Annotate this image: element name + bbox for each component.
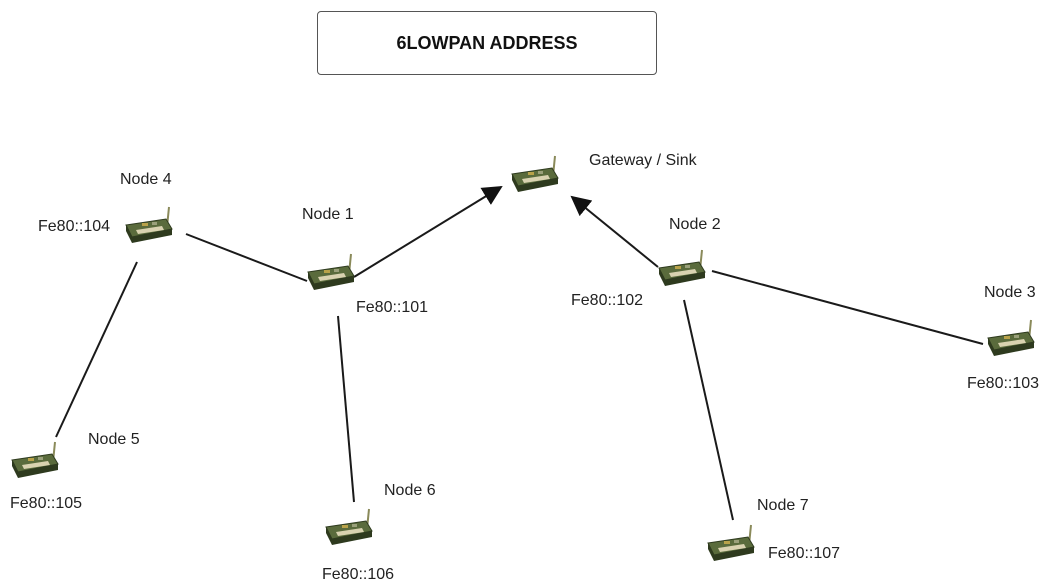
node7-name: Node 7 — [757, 497, 809, 514]
node1-device-icon — [304, 250, 358, 299]
node5-address: Fe80::105 — [10, 495, 83, 512]
node1-address: Fe80::101 — [356, 299, 429, 316]
node4-device-icon — [122, 203, 176, 252]
link-node5-node4 — [55, 261, 138, 438]
node7-address: Fe80::107 — [768, 545, 841, 562]
node2-device-icon — [655, 246, 709, 295]
node2-address: Fe80::102 — [571, 292, 644, 309]
node6-device-icon — [322, 505, 376, 554]
link-node6-node1 — [337, 315, 355, 503]
node4-name: Node 4 — [120, 171, 172, 188]
node6-address: Fe80::106 — [322, 566, 395, 583]
node3-address: Fe80::103 — [967, 375, 1040, 392]
arrow-node2-gateway — [570, 195, 659, 268]
link-node4-node1 — [185, 233, 308, 282]
diagram-title: 6LOWPAN ADDRESS — [317, 11, 657, 75]
node7-device-icon — [704, 521, 758, 570]
node5-device-icon — [8, 438, 62, 487]
gateway-label: Gateway / Sink — [589, 152, 697, 169]
node3-name: Node 3 — [984, 284, 1036, 301]
node3-device-icon — [984, 316, 1038, 365]
link-node7-node2 — [683, 299, 734, 521]
node6-name: Node 6 — [384, 482, 436, 499]
node4-address: Fe80::104 — [38, 218, 111, 235]
gateway-device-icon — [508, 152, 562, 201]
node1-name: Node 1 — [302, 206, 354, 223]
node5-name: Node 5 — [88, 431, 140, 448]
node2-name: Node 2 — [669, 216, 721, 233]
arrow-node1-gateway — [353, 185, 503, 278]
link-node2-node3 — [711, 270, 984, 345]
